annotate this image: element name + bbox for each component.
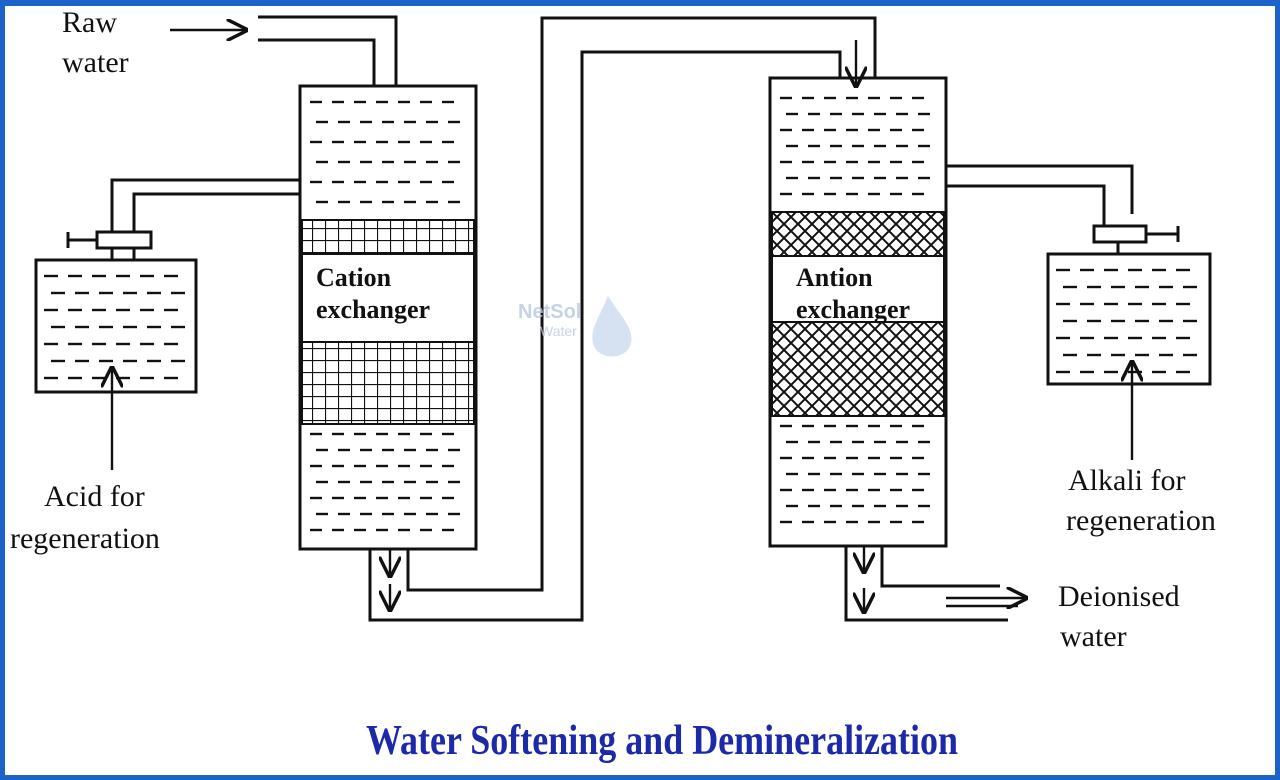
diagram-title: Water Softening and Demineralization — [366, 718, 958, 764]
watermark-line1: NetSol — [518, 301, 581, 323]
anion-resin-bottom — [771, 321, 945, 417]
deionised-label-2: water — [1060, 620, 1127, 653]
raw-water-label-2: water — [62, 46, 129, 79]
cation-resin-top — [301, 219, 475, 255]
anion-label-box — [771, 255, 945, 323]
anion-top-water — [780, 96, 930, 196]
cation-label-2: exchanger — [316, 295, 430, 324]
acid-valve — [95, 230, 153, 250]
pipes — [110, 15, 1134, 622]
acid-label-1: Acid for — [44, 480, 145, 513]
raw-water-label-1: Raw — [62, 6, 117, 39]
netsol-watermark: NetSol Water — [518, 296, 632, 357]
alkali-valve — [1092, 224, 1148, 244]
acid-label-2: regeneration — [10, 522, 160, 555]
acid-tank-liquid — [44, 274, 185, 380]
alkali-label-1: Alkali for — [1068, 464, 1185, 497]
cation-label-box — [301, 253, 475, 343]
alkali-tank — [1046, 224, 1212, 386]
acid-tank — [34, 230, 198, 394]
deionised-label-1: Deionised — [1058, 580, 1180, 613]
cation-label-1: Cation — [316, 263, 392, 292]
cation-bottom-water — [310, 432, 460, 532]
cation-exchanger-column — [298, 84, 478, 551]
watermark-line2: Water — [540, 323, 577, 339]
anion-exchanger-column — [768, 76, 948, 548]
alkali-label-2: regeneration — [1066, 504, 1216, 537]
cation-resin-bottom — [301, 341, 475, 425]
anion-label-2: exchanger — [796, 295, 910, 324]
cation-top-water — [310, 100, 460, 204]
alkali-tank-liquid — [1056, 268, 1197, 374]
flow-arrows — [112, 30, 1132, 612]
anion-label-1: Antion — [796, 263, 873, 292]
anion-resin-top — [771, 211, 945, 257]
anion-bottom-water — [780, 424, 930, 524]
